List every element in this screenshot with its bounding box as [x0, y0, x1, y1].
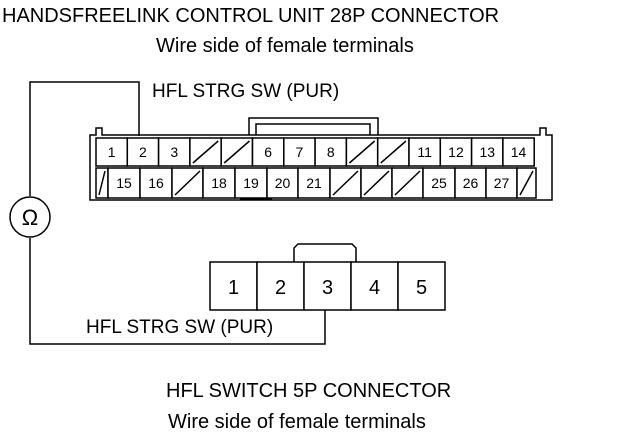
terminal-number: 14: [511, 144, 527, 160]
terminal-cell: 3: [157, 137, 191, 167]
ohmmeter-icon: Ω: [9, 196, 51, 238]
empty-terminal-slash: [394, 170, 421, 196]
terminal-number: 7: [296, 144, 304, 160]
terminal-cell: 2: [126, 137, 160, 167]
terminal-number: 26: [463, 175, 479, 191]
terminal-cell: 12: [439, 137, 473, 167]
empty-terminal-slash: [174, 170, 201, 196]
wire-label-bottom: HFL STRG SW (PUR): [86, 317, 273, 338]
connector5-body: [293, 243, 357, 262]
terminal-cell: [189, 137, 222, 167]
terminal-cell: 26: [454, 167, 487, 199]
terminal-cell: 14: [502, 137, 535, 167]
terminal-cell: [95, 167, 109, 199]
terminal-cell: 6: [251, 137, 285, 167]
connector5-subtitle: Wire side of female terminals: [168, 411, 426, 433]
terminal-number: 20: [275, 175, 291, 191]
wire-pin2-to-meter: [29, 81, 140, 196]
terminal-number: 15: [116, 175, 132, 191]
terminal-number: 8: [327, 144, 335, 160]
connector5-title: HFL SWITCH 5P CONNECTOR: [166, 380, 451, 402]
terminal-number: 2: [139, 144, 147, 160]
terminal-cell: [329, 167, 362, 199]
terminal-cell: 13: [470, 137, 504, 167]
terminal-cell: [360, 167, 393, 199]
terminal-number: 25: [431, 175, 447, 191]
terminal-number: 3: [170, 144, 178, 160]
terminal-cell: [376, 137, 410, 167]
ohm-symbol: Ω: [22, 205, 38, 230]
terminal-number: 21: [306, 175, 322, 191]
empty-terminal-slash: [332, 170, 359, 196]
terminal-cell: [391, 167, 424, 199]
terminal-cell: 11: [408, 137, 442, 167]
terminal-cell: 3: [303, 261, 352, 311]
empty-terminal-slash: [192, 140, 219, 164]
terminal-cell: 1: [209, 261, 258, 311]
terminal-cell: [516, 167, 537, 199]
terminal-cell: 20: [266, 167, 299, 199]
terminal-number: 5: [416, 277, 427, 299]
terminal-cell: 5: [397, 261, 446, 311]
connector5-pins: 1 2 3 4 5: [209, 261, 446, 311]
terminal-number: 13: [479, 144, 495, 160]
terminal-cell: 4: [350, 261, 399, 311]
terminal-cell: 8: [314, 137, 348, 167]
terminal-cell: [345, 137, 379, 167]
terminal-number: 1: [228, 277, 239, 299]
empty-terminal-slash: [98, 170, 106, 196]
terminal-number: 3: [322, 277, 333, 299]
terminal-cell: 15: [107, 167, 141, 199]
terminal-cell: 1: [95, 137, 129, 167]
terminal-number: 18: [211, 175, 227, 191]
empty-terminal-slash: [223, 140, 250, 164]
empty-terminal-slash: [519, 170, 534, 196]
terminal-cell: 19: [234, 167, 268, 199]
terminal-cell: 2: [256, 261, 305, 311]
terminal-number: 6: [264, 144, 272, 160]
empty-terminal-slash: [363, 170, 390, 196]
terminal-cell: 16: [139, 167, 173, 199]
terminal-cell: 18: [202, 167, 236, 199]
empty-terminal-slash: [348, 140, 376, 164]
terminal-cell: 27: [485, 167, 518, 199]
empty-terminal-slash: [380, 140, 407, 164]
terminal-cell: [220, 137, 254, 167]
terminal-number: 16: [148, 175, 164, 191]
terminal-number: 4: [369, 277, 380, 299]
connector28-title: HANDSFREELINK CONTROL UNIT 28P CONNECTOR: [2, 5, 499, 27]
terminal-number: 19: [243, 175, 259, 191]
terminal-cell: 25: [422, 167, 456, 199]
terminal-cell: [171, 167, 204, 199]
connector28-row2: 15 16 18 19 20 21 25 26 27: [95, 167, 537, 199]
terminal-cell: 7: [283, 137, 316, 167]
connector28-body: [89, 117, 553, 201]
wire-label-top: HFL STRG SW (PUR): [152, 81, 339, 102]
wire-meter-to-5p: [29, 238, 326, 345]
terminal-cell: 21: [297, 167, 331, 199]
terminal-number: 2: [275, 277, 286, 299]
terminal-number: 11: [417, 144, 432, 160]
terminal-number: 12: [448, 144, 464, 160]
terminal-number: 27: [494, 175, 510, 191]
connector28-subtitle: Wire side of female terminals: [156, 35, 414, 57]
terminal-number: 1: [108, 144, 116, 160]
